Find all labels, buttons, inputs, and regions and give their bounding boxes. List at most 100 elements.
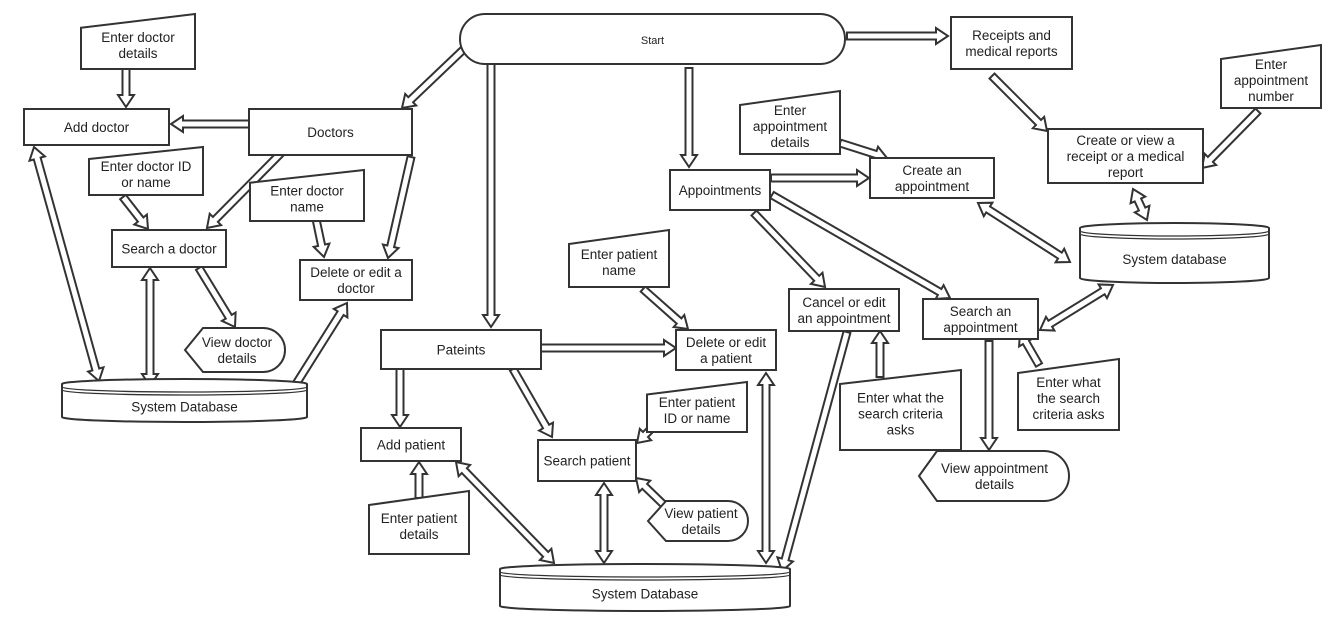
process-box [669,169,771,211]
process-box [675,329,777,371]
process-box [23,108,170,146]
manual-input-shape [739,89,841,155]
node-label-line: asks [887,423,915,438]
arrow-db-doctors-to-delete-edit-doctor [291,301,349,388]
database-rim [499,574,791,581]
arrow-doctors-to-delete-edit-doctor [381,154,416,260]
node-label-line: System database [1122,252,1226,267]
arrow-enter-appointment-number-to-create-view-receipt [1200,107,1262,170]
node-label-line: Enter patient [581,247,658,262]
node-search-doctor: Search a doctor [111,229,227,268]
manual-input-shape [88,145,204,196]
arrow-cancel-edit-appointment-to-db-patients [775,329,852,573]
terminator-shape [459,13,846,65]
process-box [869,157,995,199]
manual-input-shape [249,168,365,222]
node-doctors: Doctors [248,108,413,156]
arrow-patients-to-delete-edit-patient [540,338,678,358]
node-label-line: Pateints [437,343,486,358]
arrow-enter-doctor-details-to-add-doctor [116,63,136,109]
node-label-line: Delete or edit a [310,265,402,280]
process-box [1047,128,1204,184]
node-label-line: name [290,200,324,215]
node-label-line: Create or view a [1076,133,1175,148]
node-label: Pateints [437,343,486,358]
arrow-enter-patient-details-to-add-patient [409,460,429,499]
node-label: Add patient [377,438,446,453]
node-label-line: Enter what the [857,391,944,406]
node-label: System Database [592,587,699,602]
node-add-doctor: Add doctor [23,108,170,146]
node-label-line: System Database [131,400,238,415]
node-label: Doctors [307,125,354,140]
database-cylinder [61,378,308,423]
node-label-line: search criteria [858,407,943,422]
bidirectional-arrow-search-patient-to-db-patients [594,481,614,565]
arrow-search-doctor-to-view-doctor-details [194,264,237,329]
node-label-line: details [399,527,438,542]
process-box [360,427,462,462]
bidirectional-arrow-create-view-receipt-to-db-main [1129,187,1151,222]
arrow-enter-doctor-name-to-delete-edit-doctor [311,217,332,259]
manual-input-shape [1017,357,1120,431]
node-label-line: Doctors [307,125,354,140]
node-label: Start [641,35,664,47]
arrow-start-to-receipts-reports [846,26,950,46]
node-label-line: Search an [950,304,1012,319]
arrow-enter-search-criteria-cancel-to-cancel-edit-appointment [870,329,890,378]
database-rim [1079,230,1270,237]
process-box [922,298,1039,340]
manual-input-shape [80,12,196,70]
display-shape [183,327,286,373]
display-shape [917,450,1070,502]
node-label-line: number [1248,89,1294,104]
node-label-line: Start [641,35,664,47]
arrow-patients-to-add-patient [390,368,410,429]
arrow-doctors-to-search-doctor [205,144,290,230]
node-label-line: details [770,135,809,150]
node-add-patient: Add patient [360,427,462,462]
manual-input-shape [646,380,748,433]
node-label-line: Enter doctor [101,30,175,45]
arrow-enter-patient-name-to-delete-edit-patient [639,284,690,331]
node-label-line: Search a doctor [121,242,217,257]
node-label-line: appointment [1234,73,1309,88]
node-label-line: Enter patient [381,511,458,526]
node-label-line: appointment [753,119,828,134]
bidirectional-arrow-delete-edit-patient-to-db-patients [756,371,776,565]
node-appointments: Appointments [669,169,771,211]
node-label: Search patient [543,454,630,469]
node-label-line: receipt or a medical [1067,149,1185,164]
arrow-enter-doctor-id-or-name-to-search-doctor [118,193,150,231]
node-label-line: View appointment [941,461,1048,476]
arrow-appointments-to-create-appointment [770,168,871,188]
bidirectional-arrow-add-patient-to-db-patients [454,460,556,565]
node-label-line: name [602,263,636,278]
display-shape [646,500,749,542]
node-label-line: or name [121,175,171,190]
node-label-line: Enter patient [659,395,736,410]
node-label-line: criteria asks [1032,407,1104,422]
arrow-start-to-appointments [679,67,699,169]
